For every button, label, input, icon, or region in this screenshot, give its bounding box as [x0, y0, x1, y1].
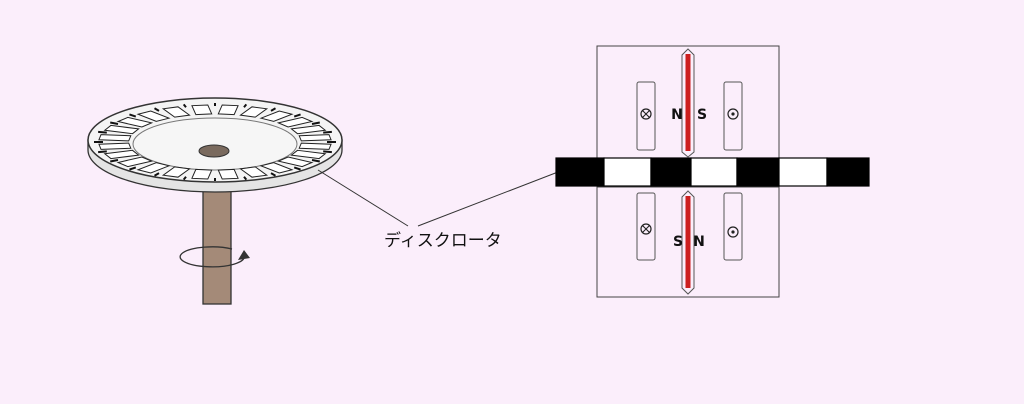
disc-rim-tick: [323, 130, 332, 134]
disc-slot: [136, 110, 171, 122]
disc-slot: [298, 142, 332, 150]
disc-rim-tick: [182, 176, 187, 181]
disc-hub: [198, 144, 230, 158]
callout: ディスクロータ: [317, 169, 559, 251]
cross-circle-icon: [640, 108, 652, 120]
upper-magnet: [681, 48, 695, 158]
dot-circle-icon: [727, 108, 739, 120]
lower-pole-right-label: N: [693, 234, 705, 250]
shaft: [202, 179, 232, 305]
disc-rim-tick: [182, 103, 187, 108]
disc-rim-tick: [311, 121, 320, 125]
rotor-strip-segment: [690, 157, 738, 187]
cross-circle-icon: [640, 223, 652, 235]
disc-slot: [161, 106, 191, 118]
disc-slot: [161, 166, 191, 178]
rotor-strip: [555, 157, 870, 187]
disc-slot: [217, 168, 239, 180]
disc-rim-tick: [270, 172, 277, 177]
disc-slot: [103, 149, 140, 160]
disc-slot: [298, 134, 332, 142]
disc-rim-tick: [311, 159, 320, 163]
disc-rim-tick: [129, 113, 137, 118]
disc-rim-tick: [98, 150, 107, 154]
dot-circle-icon: [727, 226, 739, 238]
disc-rim-tick: [243, 176, 248, 181]
lower-magnet: [681, 190, 695, 295]
callout-line-right: [417, 171, 559, 227]
disc-slot: [290, 124, 327, 135]
rotation-arrow-icon: [179, 246, 250, 268]
disc-rim-tick: [98, 130, 107, 134]
disc-rim-tick: [129, 166, 137, 171]
callout-line-left: [317, 169, 409, 227]
disc-rim-tick: [243, 103, 248, 108]
upper-pole-right-label: S: [697, 107, 707, 123]
disc-slot: [136, 162, 171, 174]
rotor-strip-segment: [826, 157, 870, 187]
disc-slot: [191, 104, 213, 116]
disc-slot: [239, 166, 269, 178]
rotor-strip-segment: [736, 157, 780, 187]
disc-slot: [276, 156, 314, 168]
disc-slot: [103, 124, 140, 135]
disc-rim-tick: [110, 159, 119, 163]
disc-slot: [116, 116, 154, 128]
disc-rim-tick: [110, 121, 119, 125]
disc-slot: [276, 116, 314, 128]
pickup-assembly: N S S N: [555, 45, 870, 298]
disc-rim-tick: [293, 166, 301, 171]
upper-pole-left-label: N: [671, 107, 683, 123]
rotor-strip-segment: [650, 157, 692, 187]
disc-slot: [98, 142, 132, 150]
disc-slot: [116, 156, 154, 168]
disc-rim-tick: [270, 107, 276, 112]
disc-rim-tick: [153, 172, 160, 177]
rotor-strip-segment: [778, 157, 828, 187]
disc-slots: [94, 103, 336, 181]
rotor-strip-segment: [555, 157, 605, 187]
disc-slot: [259, 110, 294, 122]
disc-slot: [259, 162, 294, 174]
callout-label: ディスクロータ: [384, 230, 502, 251]
disc-slot: [98, 134, 132, 142]
disc-inner-ring: [132, 117, 298, 171]
disc-slot: [239, 106, 269, 118]
disc-rim-tick: [293, 113, 301, 118]
disc-rotor-assembly: [87, 97, 343, 305]
disc-slot: [217, 104, 239, 116]
disc-rim-tick: [323, 150, 332, 154]
disc-rim-tick: [154, 107, 160, 112]
disc-slot: [290, 149, 327, 160]
rotor-strip-segment: [603, 157, 652, 187]
lower-pole-left-label: S: [673, 234, 683, 250]
disc-slot: [191, 168, 213, 180]
